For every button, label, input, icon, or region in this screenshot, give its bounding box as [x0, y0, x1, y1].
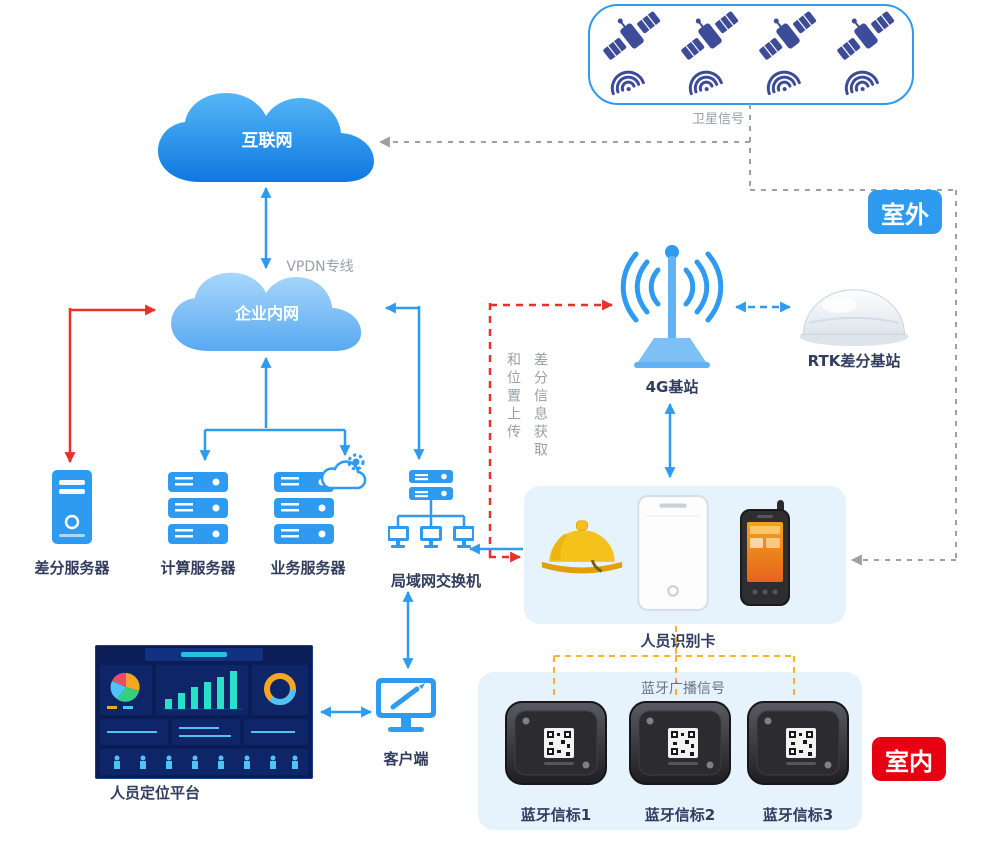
compute-server-icon — [166, 470, 230, 552]
cloud-icon — [171, 272, 362, 351]
business-server-icon — [272, 470, 336, 552]
4g-base-label: 4G基站 — [645, 378, 699, 396]
position-upload-label: 和位置上传 — [505, 352, 521, 442]
4g-base-station-icon — [612, 226, 732, 375]
lan-switch-label: 局域网交换机 — [390, 572, 482, 590]
diff-server-icon — [46, 468, 98, 552]
id-card-device-icon — [636, 494, 710, 616]
lan-switch-icon — [387, 470, 475, 554]
business-server-label: 业务服务器 — [270, 559, 346, 577]
satellite-signal-label: 卫星信号 — [691, 112, 745, 127]
beacon1-icon — [504, 700, 608, 792]
rtk-station-icon — [795, 280, 913, 352]
beacon2-icon — [628, 700, 732, 792]
business-cloud-gear-icon — [314, 450, 372, 498]
rtk-station-label: RTK差分基站 — [807, 352, 901, 370]
rugged-phone-icon — [734, 500, 796, 612]
person-card-label: 人员识别卡 — [640, 632, 716, 650]
platform-label: 人员定位平台 — [109, 784, 201, 802]
beacon2-label: 蓝牙信标2 — [644, 806, 716, 824]
indoor-badge: 室内 — [872, 737, 946, 781]
satellites-icon — [592, 8, 901, 98]
client-label: 客户端 — [383, 750, 429, 768]
intranet-label: 企业内网 — [234, 304, 299, 323]
vpdn-label: VPDN专线 — [286, 259, 354, 275]
cloud-icon — [158, 93, 374, 182]
beacon3-label: 蓝牙信标3 — [762, 806, 834, 824]
beacon3-icon — [746, 700, 850, 792]
satellite-group-box — [588, 4, 914, 105]
safety-helmet-icon — [540, 512, 624, 584]
outdoor-badge: 室外 — [868, 190, 942, 234]
platform-dashboard-screenshot — [95, 645, 313, 783]
internet-cloud: 互联网 — [148, 90, 386, 190]
internet-label: 互联网 — [241, 131, 293, 151]
client-monitor-icon — [374, 676, 438, 750]
intranet-cloud: 企业内网 — [152, 270, 382, 358]
bluetooth-broadcast-label: 蓝牙广播信号 — [641, 681, 725, 697]
diff-info-fetch-label: 差分信息获取 — [532, 352, 548, 460]
compute-server-label: 计算服务器 — [160, 559, 236, 577]
diff-server-label: 差分服务器 — [34, 559, 110, 577]
beacon1-label: 蓝牙信标1 — [520, 806, 592, 824]
